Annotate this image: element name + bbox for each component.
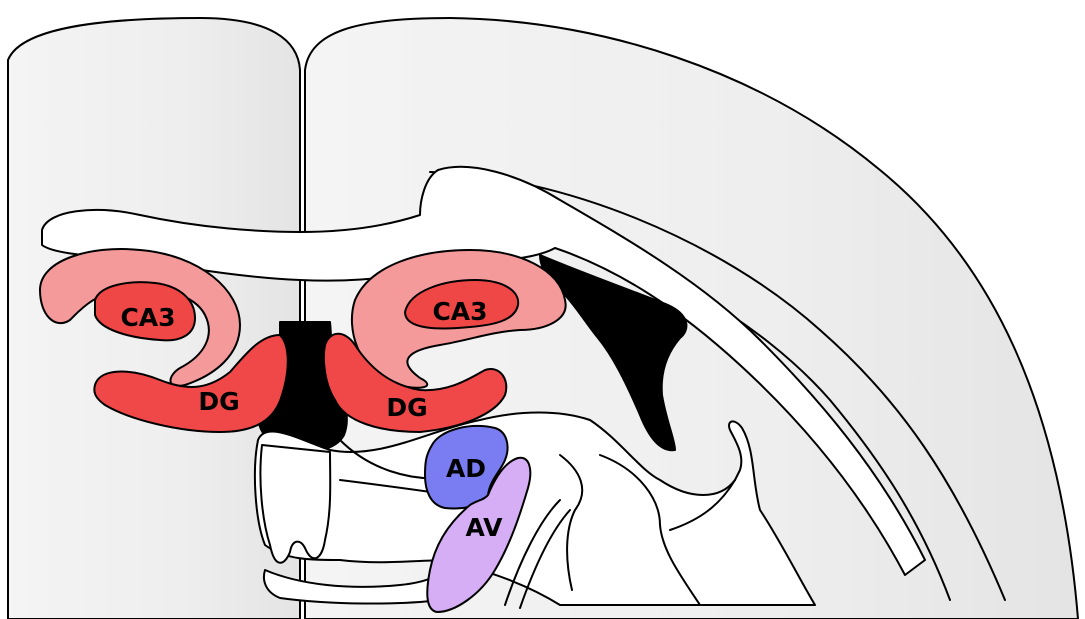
ca3-right-label: CA3 xyxy=(432,297,487,326)
av-label: AV xyxy=(466,513,504,542)
dg-left-label: DG xyxy=(198,387,239,416)
ad-label: AD xyxy=(446,454,486,483)
dg-right-label: DG xyxy=(386,393,427,422)
ca3-left-label: CA3 xyxy=(120,303,175,332)
